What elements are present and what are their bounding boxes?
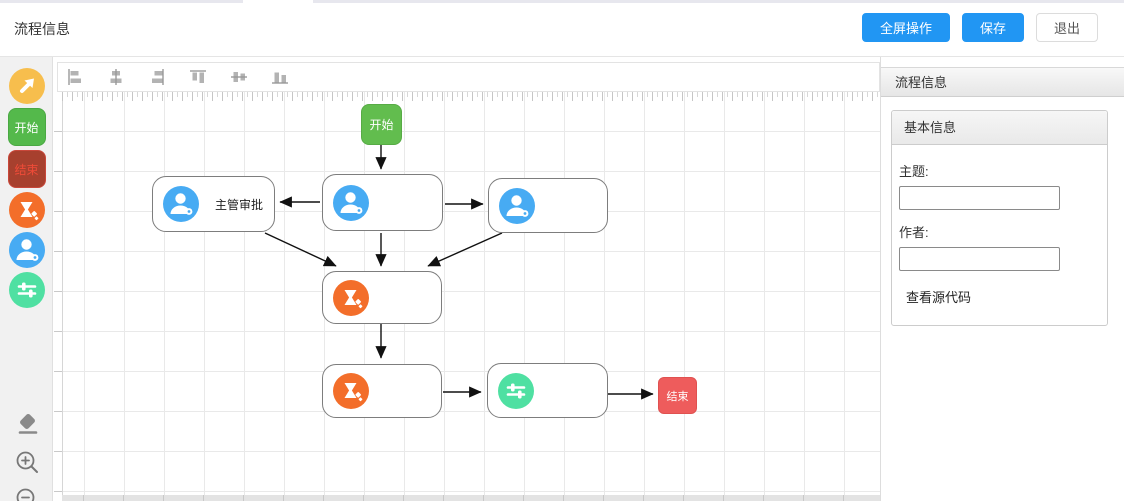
author-label: 作者: bbox=[899, 225, 929, 240]
exit-button[interactable]: 退出 bbox=[1035, 13, 1098, 42]
basic-info-card: 基本信息 主题: 作者: 查看源代码 bbox=[891, 110, 1108, 326]
align-center-vertical-button[interactable] bbox=[107, 68, 125, 86]
align-left-button[interactable] bbox=[66, 68, 84, 86]
user-icon bbox=[499, 187, 535, 224]
ruler-top bbox=[62, 92, 880, 101]
task-orange-tool[interactable] bbox=[8, 192, 45, 228]
pointer-tool[interactable] bbox=[8, 68, 45, 104]
user-icon bbox=[333, 184, 369, 221]
zoom-in-icon bbox=[16, 451, 38, 473]
alignment-toolbar bbox=[57, 62, 880, 92]
user-blue-tool[interactable] bbox=[8, 232, 45, 268]
align-bottom-button[interactable] bbox=[271, 68, 289, 86]
basic-info-body: 主题: 作者: 查看源代码 bbox=[892, 145, 1107, 325]
approve-node[interactable]: 主管审批 bbox=[152, 176, 275, 232]
header-actions: 全屏操作 保存 退出 bbox=[861, 13, 1098, 42]
align-right-icon bbox=[152, 69, 164, 85]
canvas-grid bbox=[62, 92, 880, 495]
fullscreen-button[interactable]: 全屏操作 bbox=[861, 13, 950, 42]
approve-node-label: 主管审批 bbox=[215, 197, 264, 212]
start-node-tool[interactable]: 开始 bbox=[7, 108, 46, 146]
zoom-out-tool[interactable] bbox=[11, 483, 43, 501]
align-right-button[interactable] bbox=[148, 68, 166, 86]
align-bottom-icon bbox=[272, 72, 288, 84]
align-left-icon bbox=[68, 69, 81, 85]
panel-title: 流程信息 bbox=[881, 67, 1124, 97]
align-middle-horizontal-icon bbox=[231, 72, 247, 82]
sliders-icon bbox=[17, 282, 36, 298]
top-hairline-left bbox=[0, 0, 243, 3]
save-button[interactable]: 保存 bbox=[961, 13, 1024, 42]
page-title: 流程信息 bbox=[14, 21, 70, 37]
hourglass-task-icon bbox=[333, 279, 369, 316]
ruler-left bbox=[54, 92, 62, 495]
sliders-icon bbox=[498, 372, 534, 409]
zoom-in-tool[interactable] bbox=[11, 446, 43, 478]
eraser-tool[interactable] bbox=[11, 409, 43, 441]
view-source-link[interactable]: 查看源代码 bbox=[906, 290, 972, 305]
task-node-2[interactable] bbox=[322, 364, 442, 418]
zoom-out-icon bbox=[16, 488, 34, 501]
basic-info-header: 基本信息 bbox=[892, 111, 1107, 145]
align-middle-horizontal-button[interactable] bbox=[230, 68, 248, 86]
start-node[interactable]: 开始 bbox=[361, 104, 402, 145]
align-top-button[interactable] bbox=[189, 68, 207, 86]
settings-node[interactable] bbox=[487, 363, 608, 418]
pointer-icon bbox=[19, 78, 34, 93]
user-icon bbox=[163, 186, 199, 222]
end-node[interactable]: 结束 bbox=[658, 377, 697, 414]
subject-label: 主题: bbox=[899, 164, 929, 179]
user-node-middle[interactable] bbox=[322, 174, 443, 231]
align-center-vertical-icon bbox=[110, 69, 122, 85]
subject-input[interactable] bbox=[899, 186, 1060, 210]
palette-shape-tools: 开始 结束 bbox=[0, 68, 53, 308]
palette-canvas-tools bbox=[0, 409, 53, 501]
horizontal-scrollbar[interactable] bbox=[62, 495, 880, 501]
end-node-tool[interactable]: 结束 bbox=[7, 150, 46, 188]
align-top-icon bbox=[190, 70, 206, 83]
hourglass-task-icon bbox=[20, 202, 38, 221]
top-hairline-right bbox=[313, 0, 1124, 3]
task-node-1[interactable] bbox=[322, 271, 442, 324]
connection-arrows bbox=[264, 145, 654, 400]
user-icon bbox=[16, 239, 38, 261]
eraser-icon bbox=[18, 414, 37, 434]
hourglass-task-icon bbox=[333, 373, 369, 409]
header-divider bbox=[0, 56, 1124, 57]
user-node-right[interactable] bbox=[488, 178, 608, 233]
flow-canvas[interactable]: 开始 主管审批 bbox=[54, 92, 880, 501]
properties-panel: 流程信息 基本信息 主题: 作者: 查看源代码 bbox=[880, 57, 1124, 501]
settings-mint-tool[interactable] bbox=[8, 272, 45, 308]
author-input[interactable] bbox=[899, 247, 1060, 271]
tool-palette: 开始 结束 bbox=[0, 57, 53, 501]
